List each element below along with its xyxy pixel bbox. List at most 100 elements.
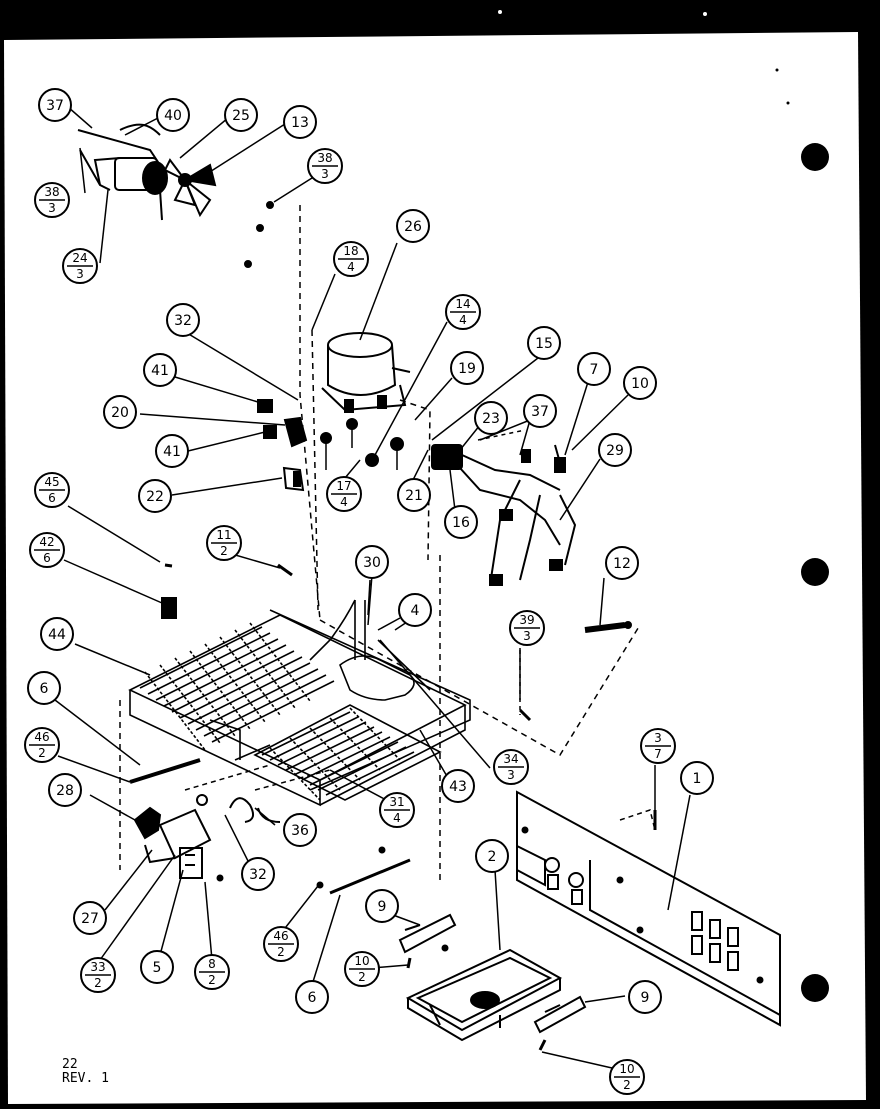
callout-12: 12	[605, 546, 639, 580]
callout-3-7-num: 3	[654, 731, 662, 745]
callout-39-3-qty: 3	[523, 629, 531, 643]
page-number: 22	[62, 1057, 78, 1072]
exploded-view-drawing	[54, 106, 781, 1069]
callout-41-lower: 41	[155, 434, 189, 468]
paper-sheet	[4, 32, 866, 1104]
callout-18-4: 184	[333, 241, 369, 277]
callout-11-2-qty: 2	[220, 544, 228, 558]
callout-11-2: 112	[206, 525, 242, 561]
callout-6-upper-label: 6	[40, 681, 49, 697]
callout-28-label: 28	[56, 783, 74, 799]
callout-10-2-upper-num: 10	[354, 954, 369, 968]
callout-18-4-qty: 4	[347, 260, 355, 274]
callout-2-label: 2	[488, 849, 497, 865]
punch-hole-middle	[801, 558, 829, 586]
callout-44-label: 44	[48, 627, 66, 643]
callout-2: 2	[475, 839, 509, 873]
base-tray	[209, 599, 471, 791]
callout-17-4: 174	[326, 476, 362, 512]
callout-4-label: 4	[411, 603, 420, 619]
callout-3-7: 37	[640, 728, 676, 764]
relay-and-harness	[431, 429, 577, 586]
callout-32-lower-label: 32	[249, 867, 267, 883]
callout-37-right-label: 37	[531, 404, 549, 420]
callout-14-4-qty: 4	[459, 313, 467, 327]
callout-34-3-num: 34	[503, 752, 518, 766]
callout-37-right: 37	[523, 394, 557, 428]
revision-label: REV. 1	[62, 1071, 109, 1086]
punch-hole-top	[801, 143, 829, 171]
callout-9-lower: 9	[628, 980, 662, 1014]
callout-9-upper-label: 9	[378, 899, 387, 915]
thermistor	[584, 621, 632, 633]
callout-1: 1	[680, 761, 714, 795]
punch-holes	[801, 143, 829, 1002]
callout-33-2: 332	[80, 957, 116, 993]
callout-36: 36	[283, 813, 317, 847]
callout-4: 4	[398, 593, 432, 627]
callout-6-lower-label: 6	[308, 990, 317, 1006]
callout-9-lower-label: 9	[641, 990, 650, 1006]
callout-10-2-lower-num: 10	[619, 1062, 634, 1076]
compressor	[320, 332, 431, 561]
callout-46-2-upper-num: 46	[34, 730, 49, 744]
callout-25-label: 25	[232, 108, 250, 124]
callout-24-3: 243	[62, 248, 98, 284]
callout-37-label: 37	[46, 98, 64, 114]
callout-5: 5	[140, 950, 174, 984]
callout-30-label: 30	[363, 555, 381, 571]
callout-36-label: 36	[291, 823, 309, 839]
callouts: 37 40 25 13 383 383 243 26 184 32 144 15…	[24, 88, 714, 1095]
callout-38-3-right-num: 38	[317, 151, 332, 165]
callout-31-4: 314	[379, 792, 415, 828]
callout-41-lower-label: 41	[163, 444, 181, 460]
callout-18-4-num: 18	[343, 244, 358, 258]
callout-38-3-left-num: 38	[44, 185, 59, 199]
condenser-coil	[128, 614, 467, 807]
callout-31-4-qty: 4	[393, 811, 401, 825]
scan-specks	[498, 10, 790, 105]
callout-45-6-num: 45	[44, 475, 59, 489]
callout-8-2: 82	[194, 954, 230, 990]
second-coil	[253, 704, 442, 801]
callout-24-3-num: 24	[72, 251, 87, 265]
callout-26: 26	[396, 209, 430, 243]
callout-21: 21	[397, 478, 431, 512]
callout-12-label: 12	[613, 556, 631, 572]
callout-34-3-qty: 3	[507, 768, 515, 782]
callout-43: 43	[441, 769, 475, 803]
callout-46-2-upper-qty: 2	[38, 746, 46, 760]
callout-26-label: 26	[404, 219, 422, 235]
defrost-timer	[133, 794, 224, 882]
coil-tubes-left	[139, 622, 335, 751]
callout-38-3-right-qty: 3	[321, 167, 329, 181]
callout-14-4-num: 14	[455, 297, 470, 311]
callout-27-label: 27	[81, 911, 99, 927]
callout-19: 19	[450, 351, 484, 385]
callout-16: 16	[444, 505, 478, 539]
callout-14-4: 144	[445, 294, 481, 330]
panel-vent-slots	[691, 911, 739, 971]
callout-24-3-qty: 3	[76, 267, 84, 281]
callout-7: 7	[577, 352, 611, 386]
callout-9-upper: 9	[365, 889, 399, 923]
callout-22-label: 22	[146, 489, 164, 505]
callout-5-label: 5	[153, 960, 162, 976]
callout-15: 15	[527, 326, 561, 360]
callout-38-3-left: 383	[34, 182, 70, 218]
callout-41-upper-label: 41	[151, 363, 169, 379]
callout-10-2-upper: 102	[344, 951, 380, 987]
callout-10: 10	[623, 366, 657, 400]
sheet-footer: 22 REV. 1	[62, 1057, 109, 1086]
callout-7-label: 7	[590, 362, 599, 378]
callout-43-label: 43	[449, 779, 467, 795]
callout-46-2-lower-qty: 2	[277, 945, 285, 959]
callout-32-upper-label: 32	[174, 313, 192, 329]
callout-10-2-upper-qty: 2	[358, 970, 366, 984]
rear-access-panel	[516, 790, 781, 1027]
callout-8-2-qty: 2	[208, 973, 216, 987]
callout-46-2-lower-num: 46	[273, 929, 288, 943]
callout-27: 27	[73, 901, 107, 935]
callout-leaders	[54, 106, 691, 1069]
callout-10-2-lower-qty: 2	[623, 1078, 631, 1092]
